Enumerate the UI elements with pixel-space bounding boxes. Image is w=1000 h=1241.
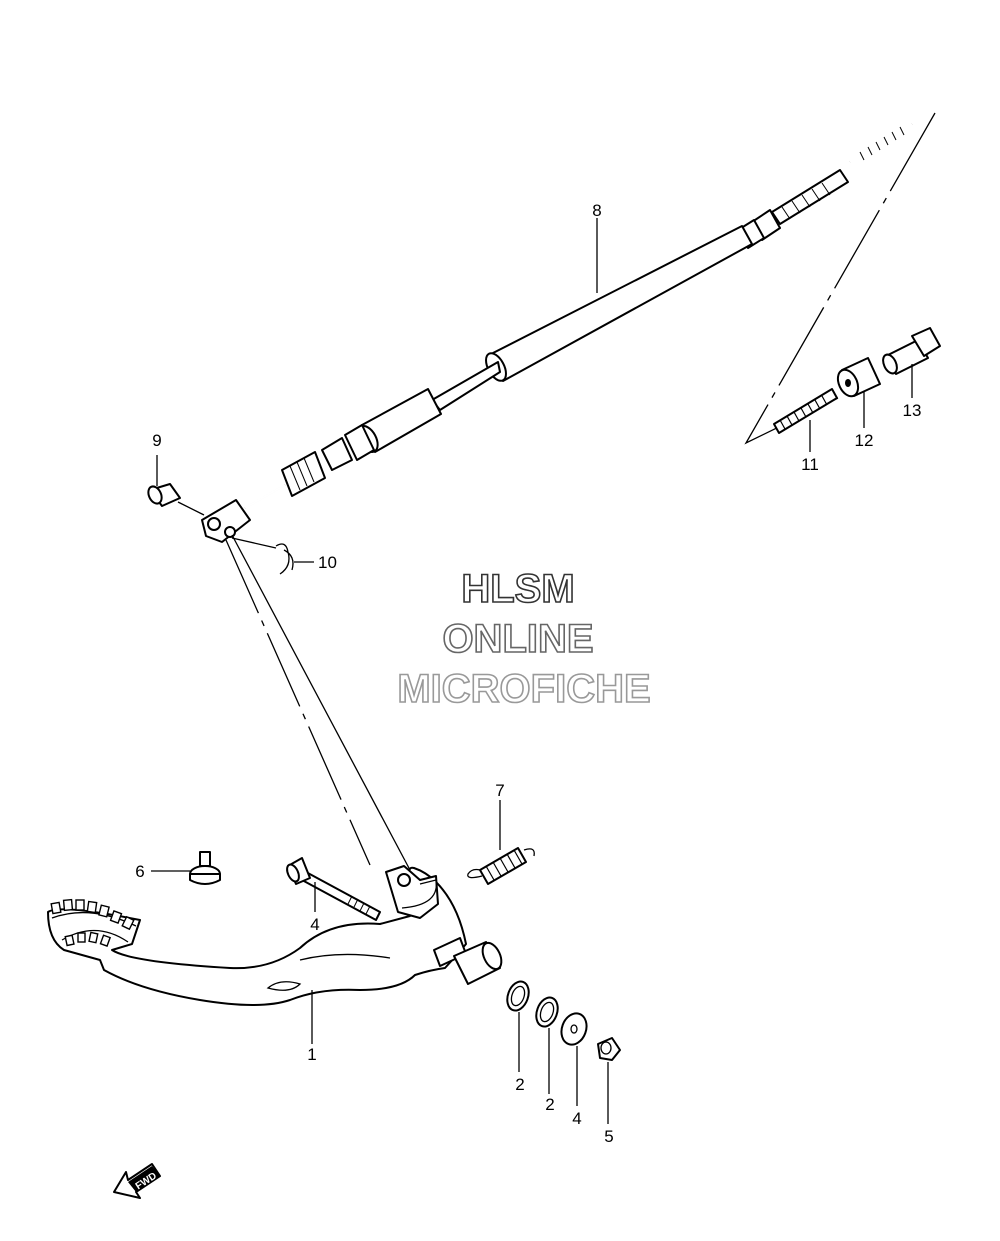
- callout-5: 5: [604, 1127, 613, 1146]
- clevis-pin[interactable]: [146, 483, 205, 516]
- brake-pedal[interactable]: [47, 865, 505, 1006]
- watermark: HLSM ONLINE MICROFICHE: [397, 566, 652, 712]
- fwd-arrow: FWD: [113, 1163, 161, 1199]
- callout-2a: 2: [515, 1075, 524, 1094]
- callout-7: 7: [495, 781, 504, 800]
- joint-collar[interactable]: [834, 357, 881, 399]
- callout-6: 6: [135, 862, 144, 881]
- watermark-line-1: HLSM: [461, 567, 574, 611]
- watermark-line-3: MICROFICHE: [397, 667, 650, 711]
- nut[interactable]: [597, 1037, 621, 1061]
- callout-12: 12: [855, 431, 874, 450]
- callout-9: 9: [152, 431, 161, 450]
- callout-13: 13: [903, 401, 922, 420]
- callout-3: 4: [572, 1109, 581, 1128]
- return-spring-small[interactable]: [773, 388, 838, 434]
- callout-2b: 2: [545, 1095, 554, 1114]
- callout-11: 11: [801, 455, 819, 474]
- return-spring[interactable]: [467, 847, 535, 885]
- adjuster-bolt[interactable]: [880, 327, 941, 376]
- washer-1[interactable]: [503, 978, 532, 1013]
- brake-cable[interactable]: [201, 122, 914, 543]
- pivot-bolt[interactable]: [285, 857, 381, 921]
- callout-labels: 8 9 10 11 12 13 7 6 4 1 2 2 4 5: [135, 201, 921, 1146]
- plate-washer[interactable]: [557, 1010, 590, 1048]
- washer-2[interactable]: [532, 994, 561, 1029]
- callout-8: 8: [592, 201, 601, 220]
- cotter-pin[interactable]: [231, 537, 294, 575]
- watermark-line-2: ONLINE: [442, 617, 593, 661]
- assembly-triangle: [744, 112, 936, 445]
- pedal-stopper[interactable]: [189, 851, 221, 885]
- callout-1: 1: [307, 1045, 316, 1064]
- callout-10: 10: [318, 553, 337, 572]
- callout-4: 4: [310, 915, 319, 934]
- leader-lines: [151, 218, 913, 1124]
